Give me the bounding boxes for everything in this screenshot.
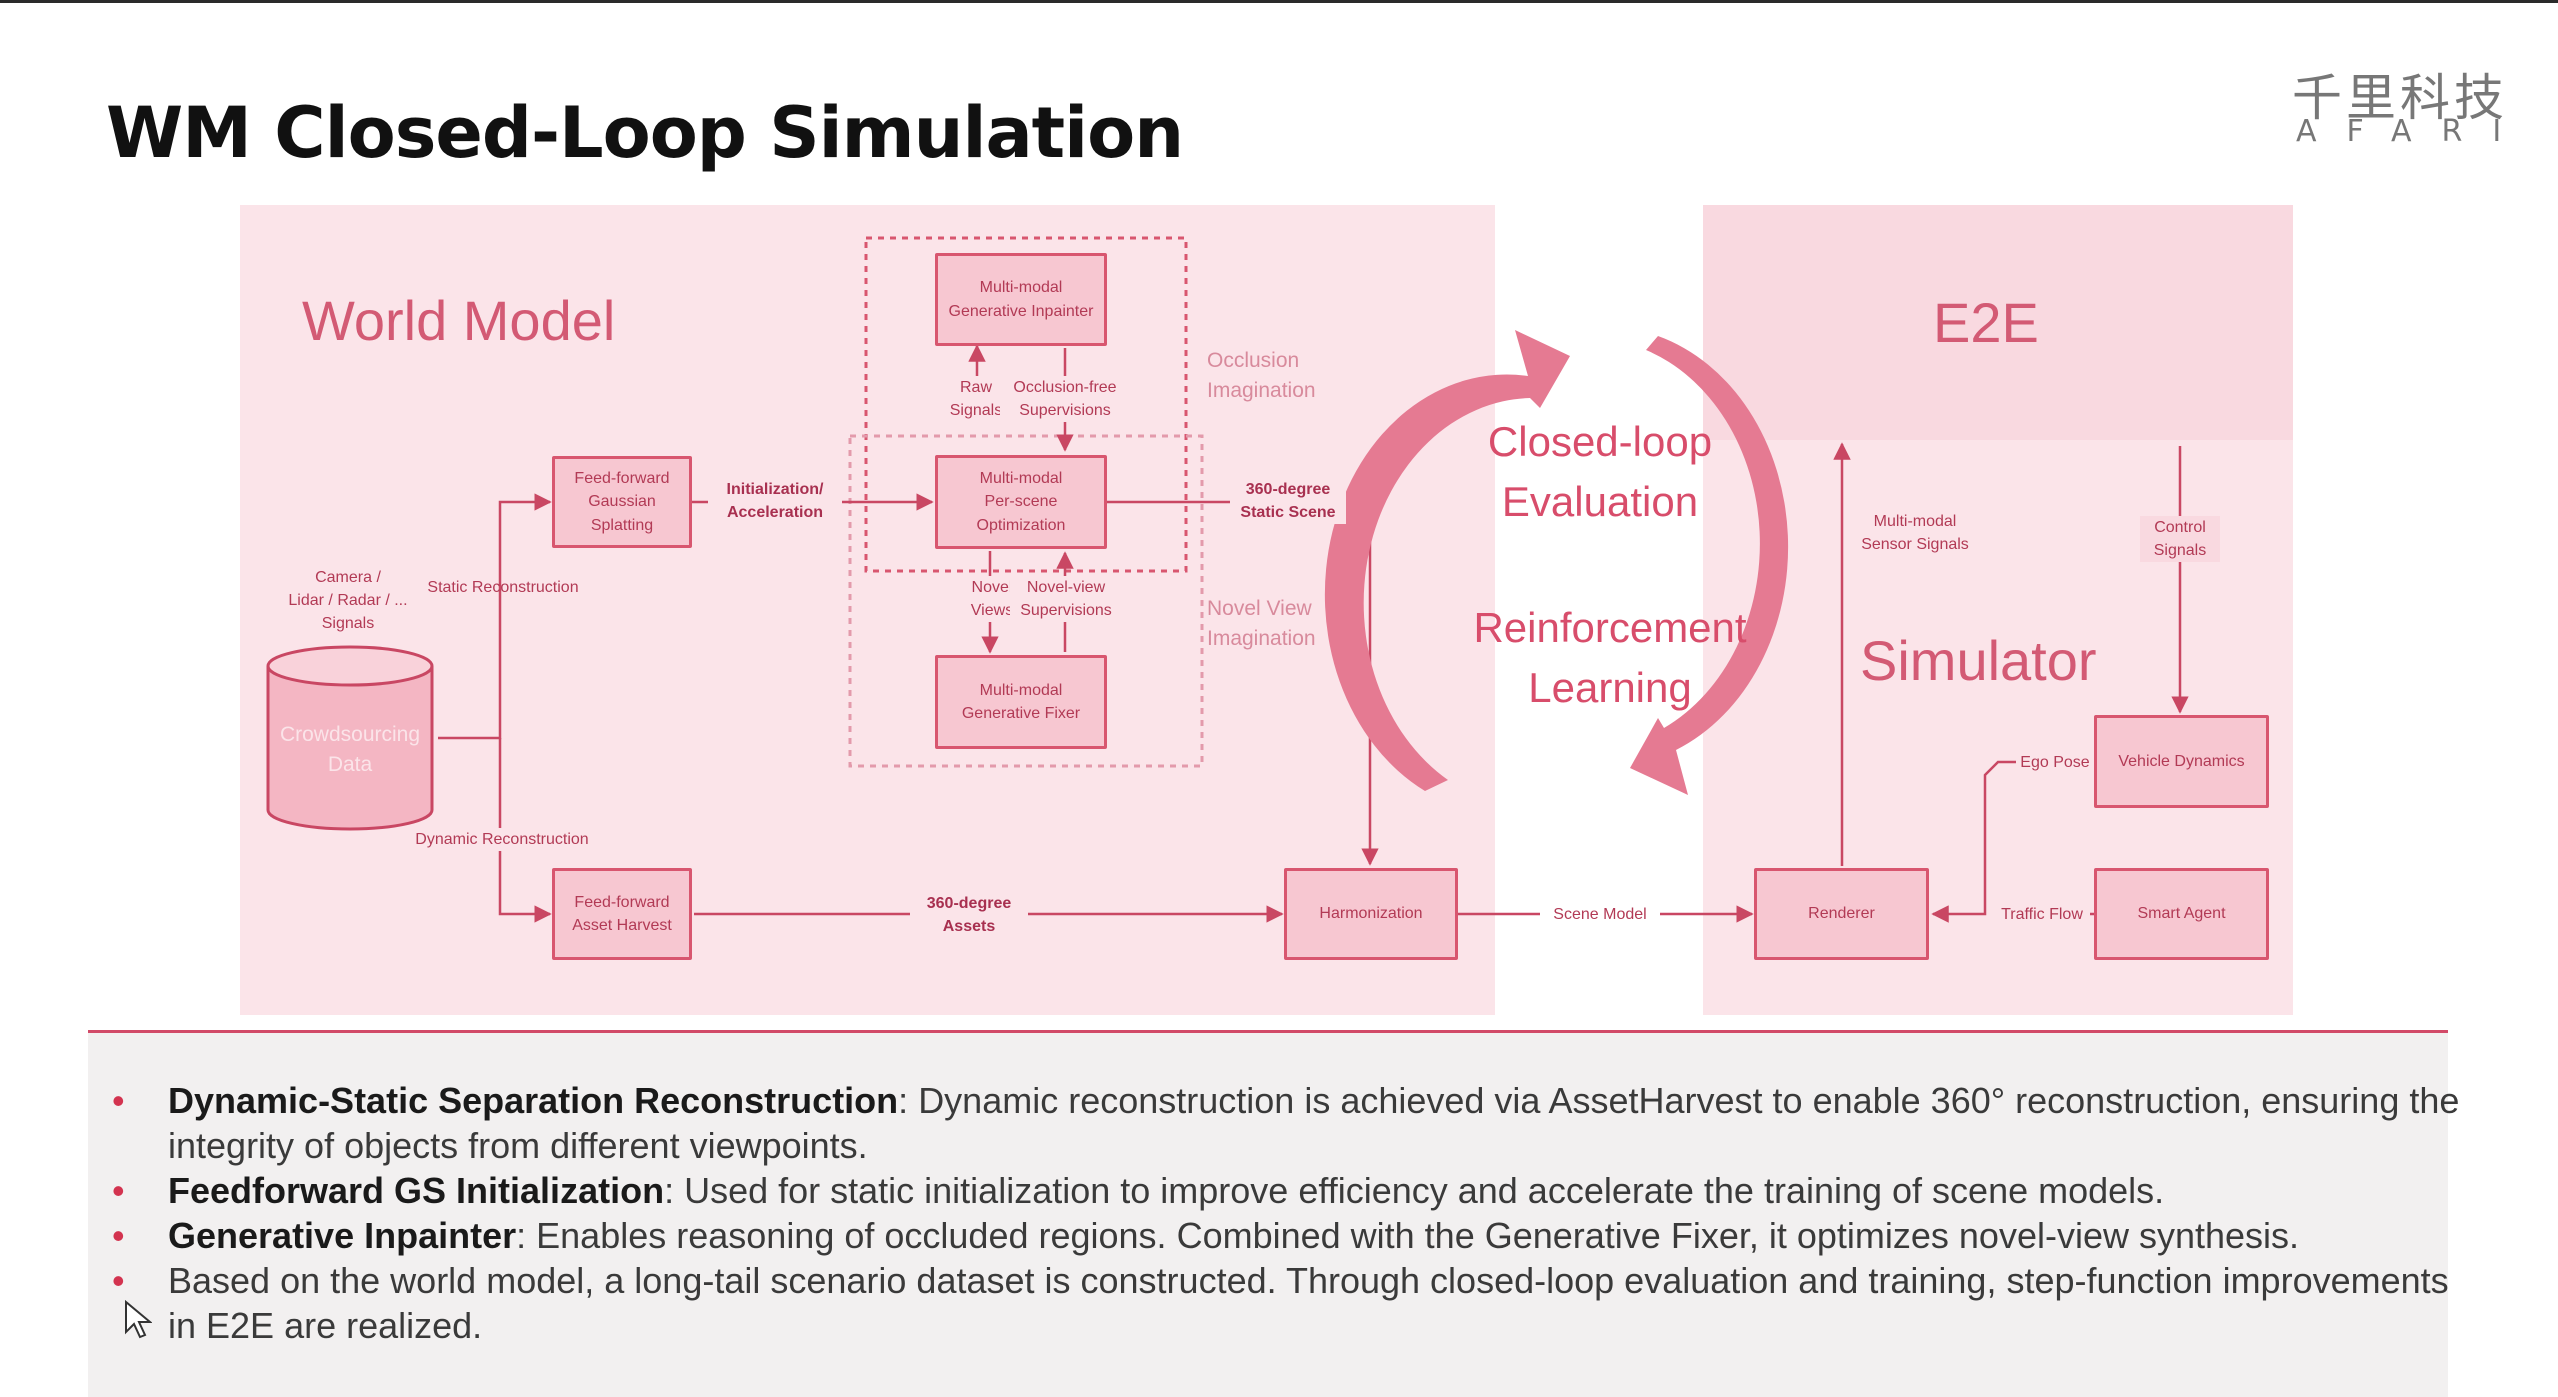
scene-model-label: Scene Model (1540, 903, 1660, 927)
reinforcement-learning-label: Reinforcement Learning (1473, 604, 1747, 711)
bullet-text: Enables reasoning of occluded regions. C… (536, 1215, 2300, 1256)
bullet-item: • Based on the world model, a long-tail … (112, 1258, 2472, 1348)
company-logo-chinese: 千里科技 (2292, 69, 2508, 127)
bullet-marker: • (112, 1260, 125, 1301)
simulator-label: Simulator (1860, 629, 2097, 692)
top-border (0, 0, 2558, 3)
bullet-marker: • (112, 1170, 125, 1211)
dynamic-reconstruction-label: Dynamic Reconstruction (402, 828, 602, 852)
bullet-marker: • (112, 1080, 125, 1121)
control-signals-label: Control Signals (2140, 516, 2220, 563)
generative-fixer-node: Multi-modal Generative Fixer (935, 655, 1107, 749)
bullet-text: Dynamic reconstruction is achieved via A… (168, 1080, 2460, 1166)
occlusion-imagination-label: Occlusion Imagination (1207, 349, 1316, 403)
bullet-term: Dynamic-Static Separation Reconstruction (168, 1080, 899, 1121)
renderer-node: Renderer (1754, 868, 1929, 960)
bullet-separator: : (516, 1215, 537, 1256)
architecture-diagram: World Model E2E Simulator Closed-loop Ev… (240, 205, 2293, 1015)
feedforward-gaussian-splatting-node: Feed-forward Gaussian Splatting (552, 456, 692, 548)
bullet-separator: : (664, 1170, 685, 1211)
world-model-label: World Model (302, 289, 616, 352)
closed-loop-arrows-icon (1324, 330, 1789, 795)
novel-view-region (848, 434, 1204, 768)
sensor-signals-label: Camera / Lidar / Radar / ... Signals (288, 569, 408, 633)
bullet-separator: : (898, 1080, 919, 1121)
bullet-text: Based on the world model, a long-tail sc… (168, 1260, 2449, 1346)
bullet-item: • Generative Inpainter: Enables reasonin… (112, 1213, 2472, 1258)
e2e-label: E2E (1933, 291, 2039, 354)
summary-panel (88, 1033, 2448, 1397)
feedforward-asset-harvest-node: Feed-forward Asset Harvest (552, 868, 692, 960)
occlusion-free-supervisions-label: Occlusion-free Supervisions (1000, 376, 1130, 423)
page-title: WM Closed-Loop Simulation (106, 92, 1184, 174)
per-scene-optimization-node: Multi-modal Per-scene Optimization (935, 455, 1107, 549)
static-scene-label: 360-degree Static Scene (1230, 478, 1346, 525)
static-reconstruction-label: Static Reconstruction (427, 579, 579, 596)
company-logo-latin: AFARI (2296, 114, 2532, 149)
section-divider (88, 1030, 2448, 1033)
crowdsourcing-database-icon (266, 645, 434, 831)
multimodal-sensor-signals-label: Multi-modal Sensor Signals (1861, 513, 1969, 554)
e2e-panel (1703, 205, 2293, 440)
bullet-item: • Feedforward GS Initialization: Used fo… (112, 1168, 2472, 1213)
closed-loop-evaluation-label: Closed-loop Evaluation (1487, 418, 1713, 525)
novel-view-imagination-label: Novel View Imagination (1207, 597, 1316, 651)
bullet-item: • Dynamic-Static Separation Reconstructi… (112, 1078, 2472, 1168)
traffic-flow-label: Traffic Flow (1994, 903, 2090, 927)
ego-pose-label: Ego Pose (2016, 751, 2094, 775)
harmonization-node: Harmonization (1284, 868, 1458, 960)
vehicle-dynamics-node: Vehicle Dynamics (2094, 715, 2269, 808)
bullet-term: Generative Inpainter (168, 1215, 517, 1256)
bullet-marker: • (112, 1215, 125, 1256)
smart-agent-node: Smart Agent (2094, 868, 2269, 960)
initialization-acceleration-label: Initialization/ Acceleration (708, 478, 842, 525)
bullet-term: Feedforward GS Initialization (168, 1170, 665, 1211)
occlusion-region (864, 236, 1188, 573)
generative-inpainter-node: Multi-modal Generative Inpainter (935, 253, 1107, 346)
mouse-pointer-icon (125, 1300, 152, 1339)
novel-view-supervisions-label: Novel-view Supervisions (1010, 576, 1122, 623)
assets-label: 360-degree Assets (910, 892, 1028, 939)
bullet-text: Used for static initialization to improv… (684, 1170, 2165, 1211)
summary-bullet-list: • Dynamic-Static Separation Reconstructi… (112, 1078, 2472, 1348)
crowdsourcing-data-node: Crowdsourcing Data (279, 722, 421, 776)
